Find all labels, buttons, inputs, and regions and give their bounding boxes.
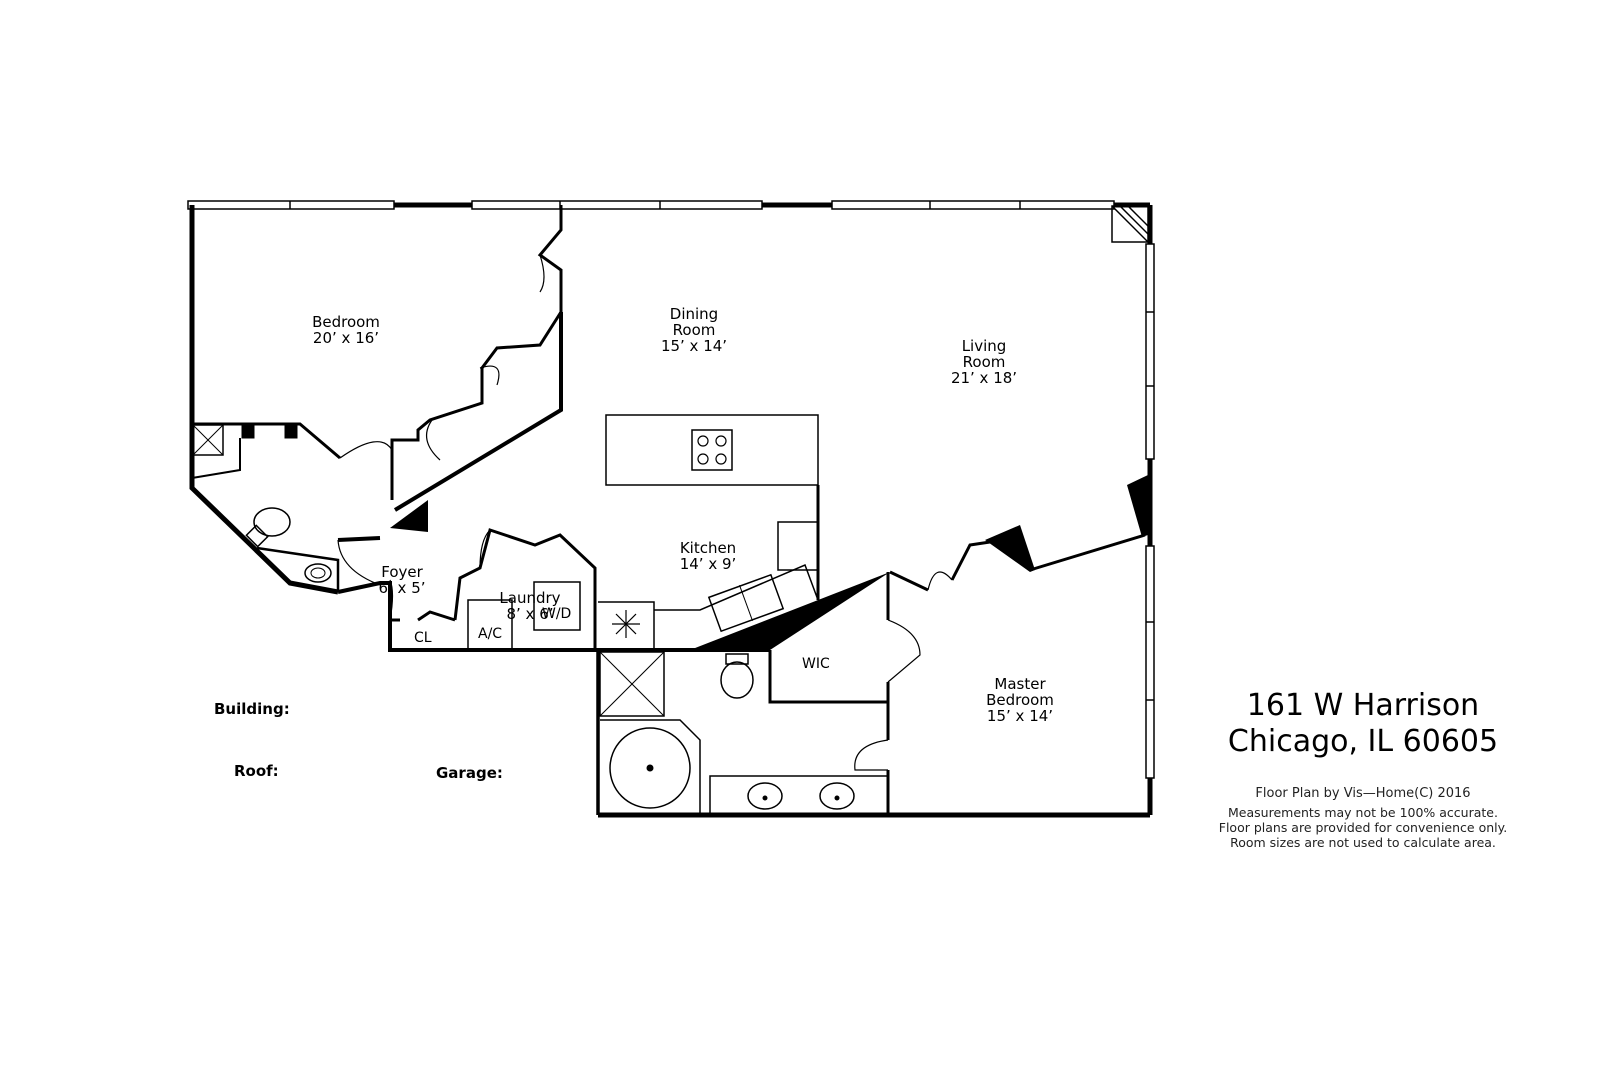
dining-room-label: Dining Room 15’ x 14’: [661, 306, 727, 354]
credits-byline: Floor Plan by Vis—Home(C) 2016: [1255, 786, 1471, 801]
washer-dryer-label: W/D: [542, 606, 572, 622]
master-name-line2: Bedroom: [986, 691, 1054, 709]
garage-label: Garage:: [436, 764, 503, 782]
dining-name-line1: Dining: [669, 305, 719, 323]
freezer-icon: [612, 610, 640, 638]
laundry-name: Laundry: [499, 589, 561, 607]
master-size: 15’ x 14’: [986, 707, 1054, 725]
closet-label: CL: [414, 630, 432, 646]
cooktop: [691, 429, 733, 471]
corner-column: [1111, 205, 1149, 243]
address-city: Chicago, IL 60605: [1227, 724, 1499, 759]
bathtub: [609, 727, 691, 809]
ac-label: A/C: [478, 626, 503, 642]
kitchen-island: [605, 414, 819, 486]
credits-note-convenience: Floor plans are provided for convenience…: [1218, 820, 1508, 835]
living-name-line2: Room: [962, 353, 1006, 371]
laundry-label: Laundry 8’ x 6’: [499, 590, 560, 622]
bedroom-label: Bedroom 20’ x 16’: [312, 314, 380, 346]
dining-name-line2: Room: [672, 321, 716, 339]
living-name-line1: Living: [961, 337, 1007, 355]
bedroom-name: Bedroom: [312, 313, 380, 331]
left-wall: [189, 205, 339, 595]
walk-in-closet-label: WIC: [802, 656, 830, 672]
foyer-label: Foyer 6’ x 5’: [378, 564, 425, 596]
floor-plan-credits: Floor Plan by Vis—Home(C) 2016 Measureme…: [1188, 786, 1538, 850]
roof-label: Roof:: [234, 762, 279, 780]
building-label: Building:: [214, 700, 290, 718]
bedroom-size: 20’ x 16’: [312, 329, 380, 347]
dining-size: 15’ x 14’: [660, 337, 728, 355]
living-room-label: Living Room 21’ x 18’: [951, 338, 1017, 386]
right-windows: [1145, 243, 1155, 779]
top-windows: [187, 200, 1115, 210]
address-street: 161 W Harrison: [1246, 688, 1480, 723]
laundry-size: 8’ x 6’: [506, 605, 554, 623]
foyer-size: 6’ x 5’: [378, 579, 426, 597]
master-bedroom-label: Master Bedroom 15’ x 14’: [986, 676, 1054, 724]
credits-note-accuracy: Measurements may not be 100% accurate.: [1228, 805, 1498, 820]
kitchen-name: Kitchen: [679, 539, 737, 557]
kitchen-label: Kitchen 14’ x 9’: [680, 540, 737, 572]
kitchen-size: 14’ x 9’: [679, 555, 737, 573]
bedroom-partition: [537, 205, 563, 312]
property-address: 161 W Harrison Chicago, IL 60605: [1218, 688, 1508, 760]
living-size: 21’ x 18’: [950, 369, 1018, 387]
foyer-name: Foyer: [381, 563, 423, 581]
credits-note-area: Room sizes are not used to calculate are…: [1230, 835, 1496, 850]
master-name-line1: Master: [994, 675, 1046, 693]
shower: [599, 651, 665, 717]
